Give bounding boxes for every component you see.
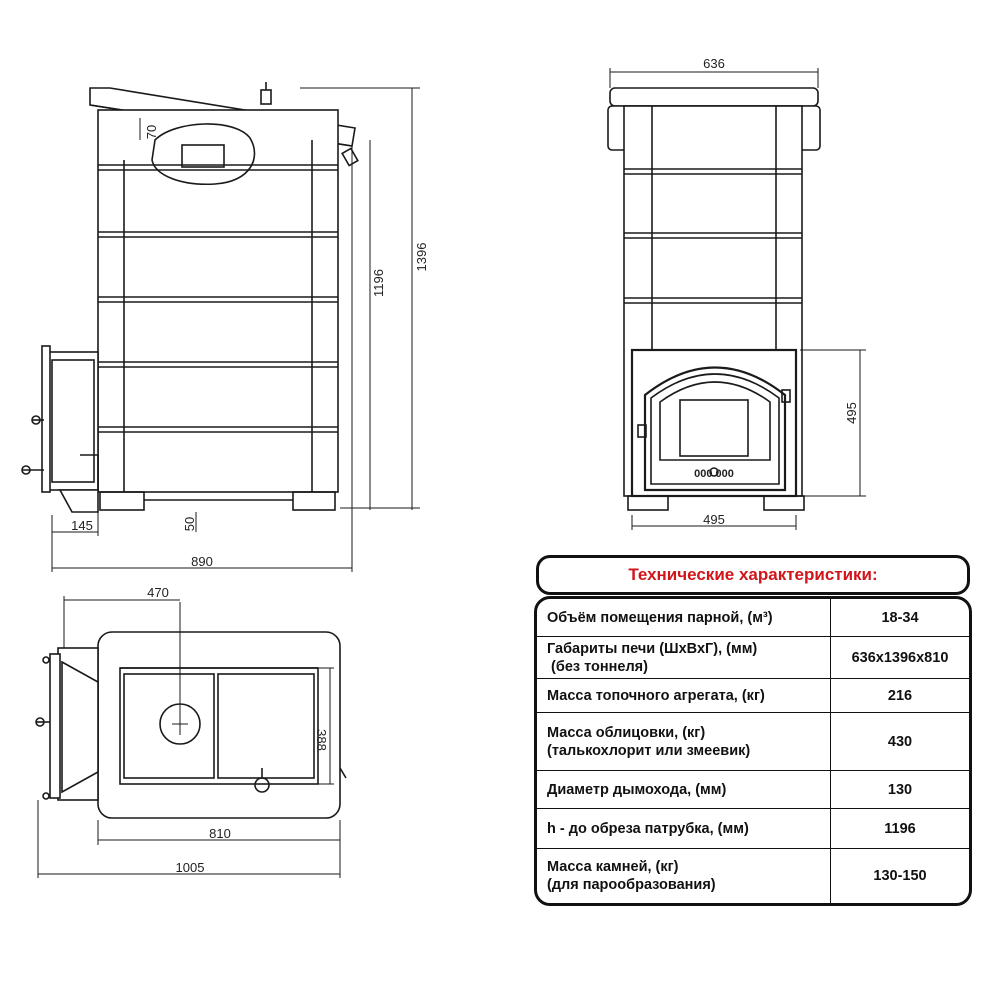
dim-50: 50 xyxy=(182,517,197,531)
spec-value: 1196 xyxy=(884,820,916,837)
spec-label-line: Габариты печи (ШхВхГ), (мм) xyxy=(547,640,758,657)
top-view xyxy=(35,596,347,878)
side-view xyxy=(21,82,420,572)
spec-title: Технические характеристики: xyxy=(628,565,878,584)
spec-label-line: (талькохлорит или змеевик) xyxy=(547,742,751,759)
spec-title-box: Технические характеристики: xyxy=(536,555,970,595)
dim-810: 810 xyxy=(209,826,231,841)
spec-label: Габариты печи (ШхВхГ), (мм) (без тоннеля… xyxy=(537,637,831,678)
front-view xyxy=(607,68,866,530)
spec-label-line: (без тоннеля) xyxy=(547,658,648,675)
dim-470: 470 xyxy=(147,585,169,600)
spec-label: Объём помещения парной, (м³) xyxy=(537,599,831,636)
dim-1196: 1196 xyxy=(371,269,386,297)
dim-1396: 1396 xyxy=(414,243,429,272)
front-bands xyxy=(624,168,802,304)
dim-145: 145 xyxy=(71,518,93,533)
firebox-tunnel xyxy=(21,345,99,513)
spec-value: 18-34 xyxy=(881,609,919,626)
dim-388: 388 xyxy=(314,729,329,751)
spec-value: 430 xyxy=(887,733,913,750)
dim-495-width: 495 xyxy=(703,512,725,527)
dim-890: 890 xyxy=(191,554,213,569)
spec-row: Масса облицовки, (кг)(талькохлорит или з… xyxy=(537,713,969,771)
spec-label-line: h - до обреза патрубка, (мм) xyxy=(547,820,749,837)
dim-70: 70 xyxy=(144,125,159,139)
spec-label-line: Масса топочного агрегата, (кг) xyxy=(547,687,765,704)
stone-opening xyxy=(151,123,256,185)
spec-label-line: Масса камней, (кг) xyxy=(547,859,679,875)
spec-label: Масса облицовки, (кг)(талькохлорит или з… xyxy=(537,713,831,770)
spec-row: h - до обреза патрубка, (мм) 1196 xyxy=(537,809,969,849)
spec-label: Диаметр дымохода, (мм) xyxy=(537,771,831,808)
dim-636: 636 xyxy=(703,56,725,71)
spec-row: Масса топочного агрегата, (кг) 216 xyxy=(537,679,969,713)
side-bands xyxy=(98,164,338,433)
spec-row: Габариты печи (ШхВхГ), (мм) (без тоннеля… xyxy=(537,637,969,679)
spec-table: Объём помещения парной, (м³) 18-34 Габар… xyxy=(534,596,972,906)
spec-row: Диаметр дымохода, (мм) 130 xyxy=(537,771,969,809)
spec-row: Объём помещения парной, (м³) 18-34 xyxy=(537,599,969,637)
spec-label-line: Масса облицовки, (кг) xyxy=(547,724,706,741)
spec-value: 636x1396x810 xyxy=(851,649,949,666)
dim-495-height: 495 xyxy=(844,402,859,424)
dim-1005: 1005 xyxy=(176,860,205,875)
spec-label-line: Диаметр дымохода, (мм) xyxy=(547,781,727,798)
spec-label-line: (для парообразования) xyxy=(547,877,716,893)
spec-label: h - до обреза патрубка, (мм) xyxy=(537,809,831,848)
spec-row: Масса камней, (кг)(для парообразования) … xyxy=(537,849,969,903)
spec-value: 216 xyxy=(887,687,913,704)
spec-value: 130 xyxy=(887,781,913,798)
spec-label: Масса топочного агрегата, (кг) xyxy=(537,679,831,712)
door-label: 000 000 xyxy=(694,468,734,480)
spec-label-line: Объём помещения парной, (м³) xyxy=(547,609,773,626)
spec-label: Масса камней, (кг) (для парообразования) xyxy=(537,849,831,903)
spec-value: 130-150 xyxy=(873,868,927,884)
